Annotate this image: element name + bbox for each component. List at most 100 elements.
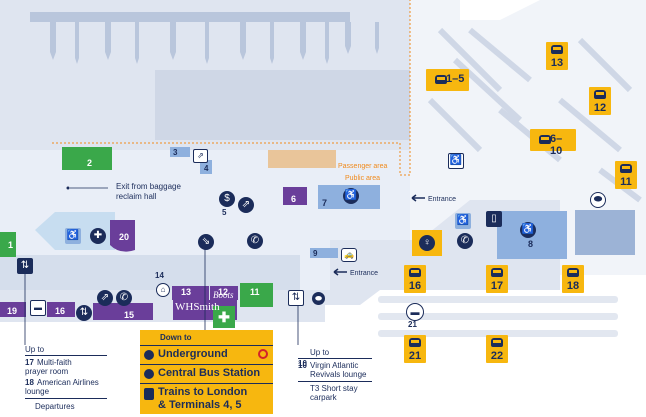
virgin-lounge-label: Virgin Atlantic	[310, 361, 359, 370]
train-icon	[144, 388, 154, 400]
gate-block-11	[240, 283, 273, 307]
car-park-block	[575, 210, 635, 255]
gate-10: 10	[298, 359, 307, 368]
gate-8: 8	[528, 239, 533, 249]
bus-stop-17: 17	[486, 265, 508, 293]
gate-6: 6	[291, 194, 296, 204]
entrance-arrow-1	[411, 194, 425, 202]
down-to-header: Down to	[160, 333, 192, 342]
terminals-label: & Terminals 4, 5	[158, 399, 242, 411]
currency-icon: $	[219, 191, 235, 207]
note-number-18: 18	[25, 378, 34, 387]
accessibility-icon: ♿	[65, 228, 81, 244]
underground-roundel-icon	[258, 349, 268, 359]
bus-lanes	[378, 296, 618, 337]
bus-stop-6-10: 6–10	[530, 129, 576, 157]
note-number-17: 17	[25, 358, 34, 367]
gate-13: 13	[181, 287, 191, 297]
baggage-exit-label: Exit from baggage	[116, 182, 181, 191]
phone-icon-3: ✆	[116, 290, 132, 306]
bus-stop-21: 21	[404, 335, 426, 363]
coach-icon: ▬	[406, 303, 424, 321]
gate-block-9	[310, 248, 338, 258]
passenger-area-label: Passenger area	[338, 163, 388, 170]
bus-icon	[567, 268, 579, 277]
down-to-panel: Down to Underground Central Bus Station …	[140, 330, 273, 414]
up-to-label-left: Up to	[25, 345, 45, 354]
note-rule	[298, 358, 372, 359]
coach-stop-label: 21	[408, 320, 417, 329]
gate-15: 15	[124, 310, 134, 320]
bus-stop-label: 6–10	[550, 133, 563, 157]
gate-block-1	[0, 232, 16, 257]
gate-9: 9	[313, 249, 318, 258]
whsmith-label: WHSmith	[175, 301, 220, 313]
note-number-10: 10	[298, 361, 307, 370]
aa-lounge-label: American Airlines	[37, 378, 99, 387]
gate-16: 16	[55, 306, 65, 316]
carpark-label: T3 Short stay	[310, 384, 358, 393]
bus-icon	[409, 338, 421, 347]
taxi-rank-icon: 🚕	[341, 248, 357, 262]
tan-area	[268, 150, 336, 168]
bus-stop-label: 13	[550, 57, 564, 69]
gate-piers	[30, 12, 379, 64]
passenger-boundary	[52, 0, 411, 176]
phone-icon: ✆	[247, 233, 263, 249]
prayer-room-label-2: prayer room	[25, 367, 69, 376]
bus-stop-18: 18	[562, 265, 584, 293]
bus-stop-1-5: 1–5	[426, 69, 469, 91]
bus-station-label: Central Bus Station	[158, 367, 261, 379]
escalator-icon: ⇗	[193, 149, 208, 163]
public-area-label: Public area	[345, 175, 380, 182]
bank-icon: ⌂	[156, 283, 170, 297]
panel-divider	[140, 345, 273, 346]
phone-icon-2: ✆	[457, 233, 473, 249]
lift-icon-2: ♿	[520, 222, 536, 238]
underground-label: Underground	[158, 348, 228, 360]
up-to-label-right: Up to	[310, 348, 330, 357]
bus-icon	[551, 45, 563, 54]
gate-block-16	[47, 302, 75, 317]
underground-train-icon	[144, 350, 154, 360]
gate-block-4	[200, 160, 212, 174]
information-icon: ✚	[90, 228, 106, 244]
bus-icon	[539, 135, 551, 144]
lift-icon: ⇅	[17, 258, 33, 274]
gate-block-13	[172, 286, 209, 300]
escalator-down-icon: ⇘	[198, 234, 214, 250]
trains-label: Trains to London	[158, 386, 248, 398]
gate-3: 3	[173, 148, 178, 157]
bus-station-icon	[144, 369, 154, 379]
gate-20: 20	[119, 232, 129, 242]
assistance-icon: ♿	[448, 153, 464, 169]
entrance-label-1: Entrance	[428, 196, 456, 203]
gate-14: 14	[155, 271, 164, 280]
wheelchair-icon: ♿	[343, 188, 359, 204]
panel-divider	[140, 383, 273, 384]
gate-4: 4	[204, 164, 209, 173]
note-rule	[298, 381, 372, 382]
bus-stop-label: 18	[566, 280, 580, 292]
entrance-label-2: Entrance	[350, 270, 378, 277]
departures-label: Departures	[35, 402, 75, 411]
bus-icon	[491, 268, 503, 277]
accessible-toilet-icon: ♿	[455, 213, 471, 229]
note-rule	[25, 355, 107, 356]
aa-lounge-label-2: lounge	[25, 387, 50, 396]
entrance-arrow-2	[333, 268, 347, 276]
gate-block-20	[110, 220, 135, 252]
prayer-room-label: Multi-faith	[37, 358, 72, 367]
bus-icon	[409, 268, 421, 277]
panel-divider	[140, 364, 273, 365]
bus-stop-label: 21	[408, 350, 422, 362]
gate-5: 5	[222, 208, 227, 217]
gate-11: 11	[250, 287, 260, 297]
gate-2: 2	[87, 158, 92, 168]
gate-7: 7	[322, 198, 327, 208]
boots-label: Boots	[213, 290, 234, 300]
bus-icon	[620, 164, 632, 173]
bus-stop-label: 12	[593, 102, 607, 114]
